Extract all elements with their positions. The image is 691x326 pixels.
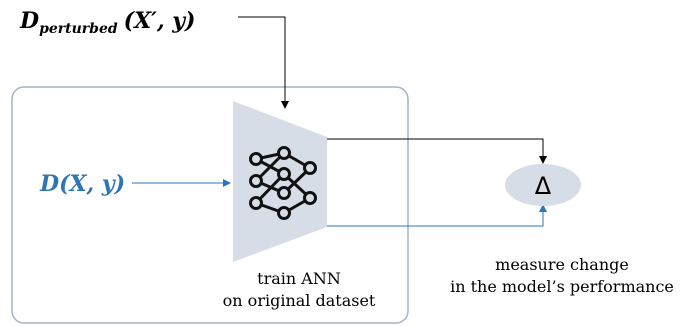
original-dataset-label: D(X, y) (39, 171, 125, 197)
delta-symbol: Δ (535, 172, 552, 200)
perturbed-input-arrow (238, 16, 289, 109)
delta-caption-line2: in the model’s performance (450, 277, 674, 296)
delta-caption-line1: measure change (495, 255, 629, 274)
perturbed-output-arrow (327, 138, 547, 164)
neural-network-icon (249, 146, 317, 220)
perturbed-dataset-label: Dperturbed(X′, y) (19, 8, 195, 37)
original-output-arrow (327, 204, 547, 227)
model-caption-line2: on original dataset (223, 291, 376, 310)
training-container-box (11, 86, 409, 324)
delta-node (505, 164, 581, 206)
model-trapezoid (233, 101, 327, 262)
model-caption-line1: train ANN (257, 269, 341, 288)
